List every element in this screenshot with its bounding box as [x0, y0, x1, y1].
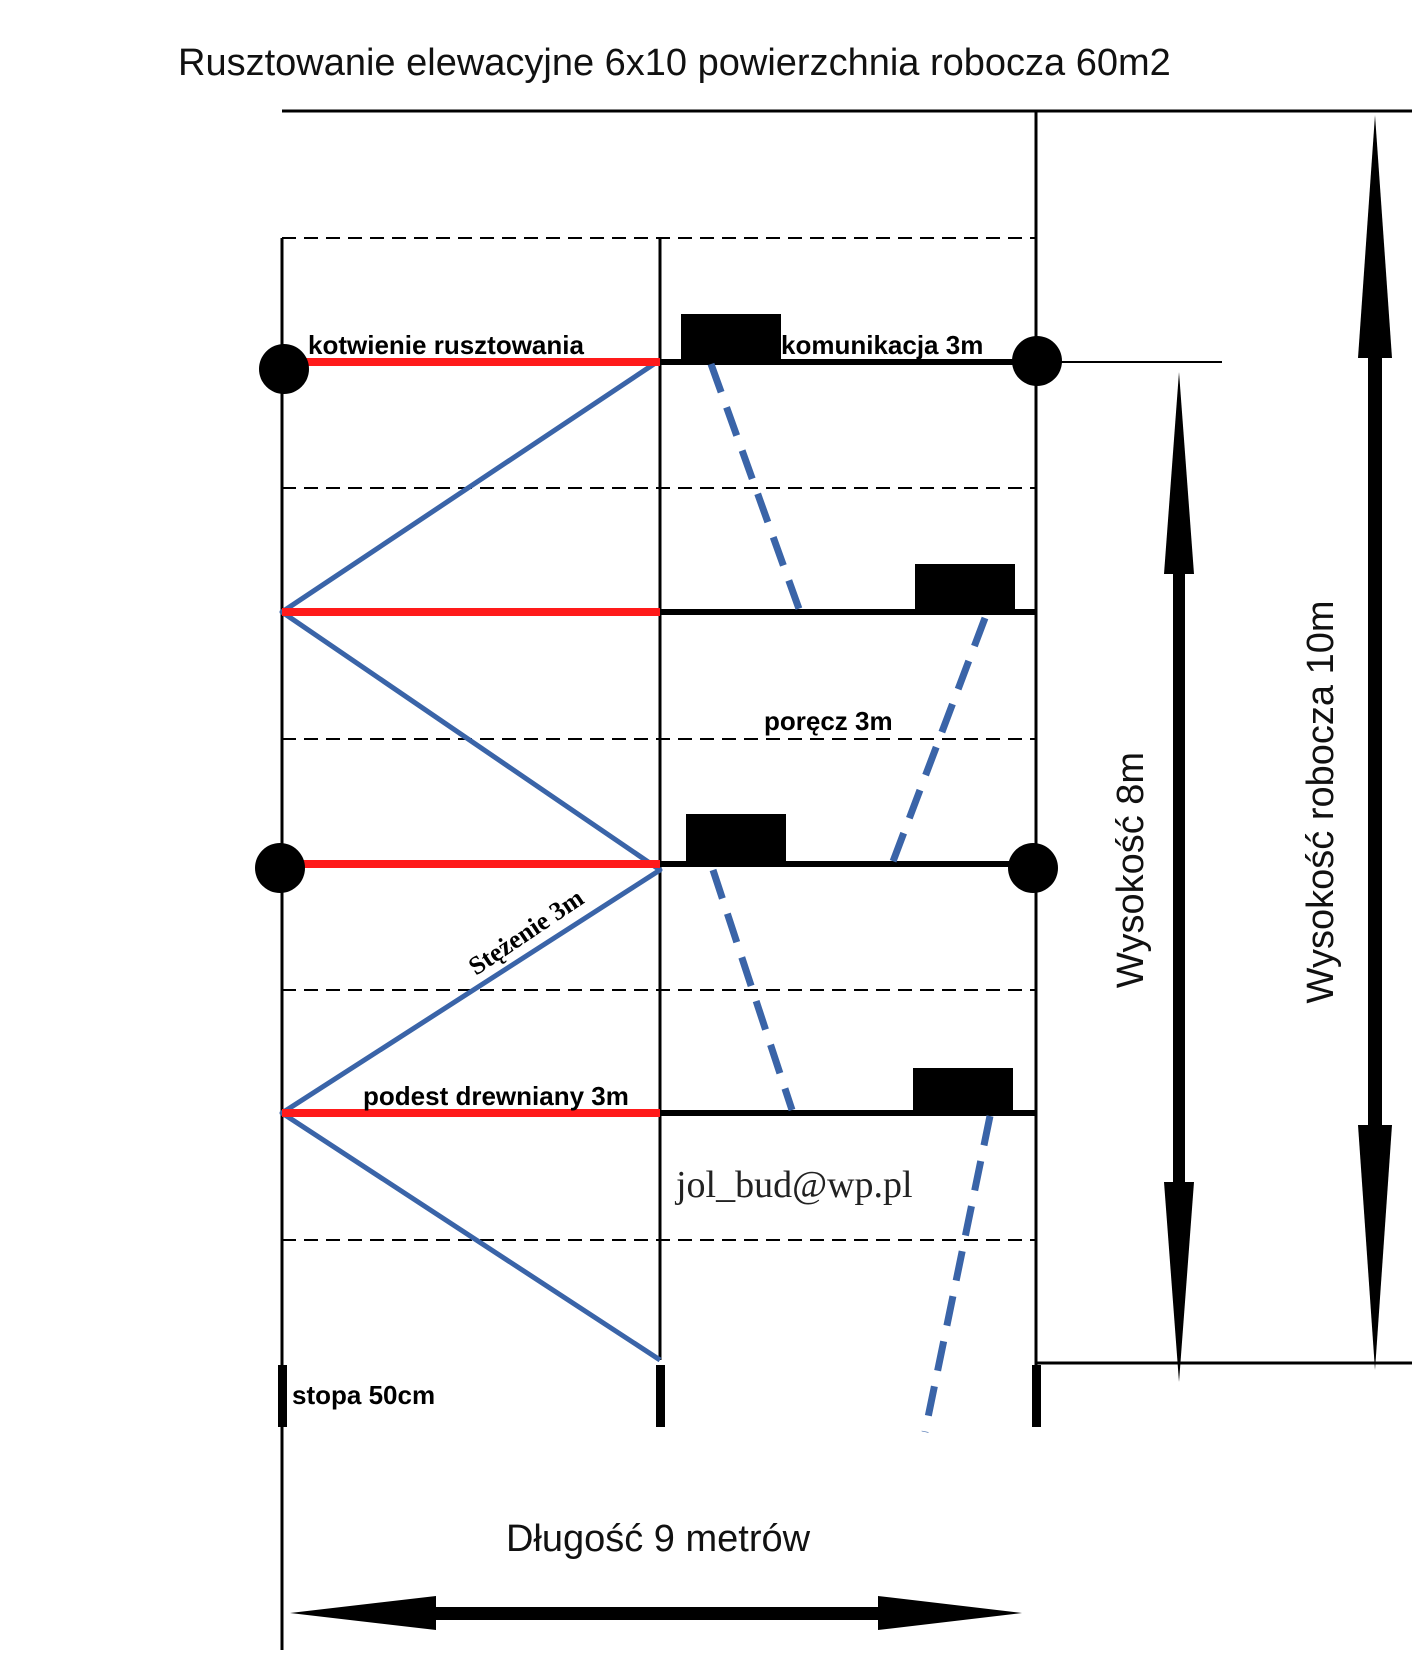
platform-label: podest drewniany 3m: [363, 1081, 629, 1111]
height-label: Wysokość 8m: [1110, 752, 1152, 988]
hatch-box: [681, 314, 781, 364]
anchor-point: [259, 344, 309, 394]
length-arrow: [290, 1596, 1022, 1630]
hatch-box: [915, 564, 1015, 614]
working-height-label: Wysokość robocza 10m: [1300, 600, 1342, 1003]
anchor-point: [255, 843, 305, 893]
working-height-arrow: [1358, 115, 1392, 1370]
ladder: [921, 1115, 994, 1433]
ladder: [709, 868, 796, 1112]
foot-label: stopa 50cm: [292, 1380, 435, 1410]
left-foot: [278, 1365, 287, 1427]
anchor-point: [1012, 336, 1062, 386]
bracing-diagonals: [279, 357, 663, 1363]
ladder: [707, 362, 807, 622]
height-arrow: [1164, 372, 1194, 1382]
ladders: [707, 362, 994, 1433]
middle-foot: [656, 1365, 665, 1427]
hatch-box: [686, 814, 786, 864]
email-label: jol_bud@wp.pl: [674, 1164, 913, 1206]
anchoring-label: kotwienie rusztowania: [308, 330, 584, 360]
ladder: [885, 616, 989, 874]
bracing-label: Stężenie 3m: [463, 883, 589, 981]
length-label: Długość 9 metrów: [506, 1518, 811, 1560]
hatch-box: [913, 1068, 1013, 1116]
handrail-label: poręcz 3m: [764, 706, 893, 736]
communication-label: komunikacja 3m: [781, 330, 983, 360]
anchor-point: [1008, 843, 1058, 893]
diagram-title: Rusztowanie elewacyjne 6x10 powierzchnia…: [178, 42, 1171, 84]
right-foot: [1032, 1365, 1041, 1427]
